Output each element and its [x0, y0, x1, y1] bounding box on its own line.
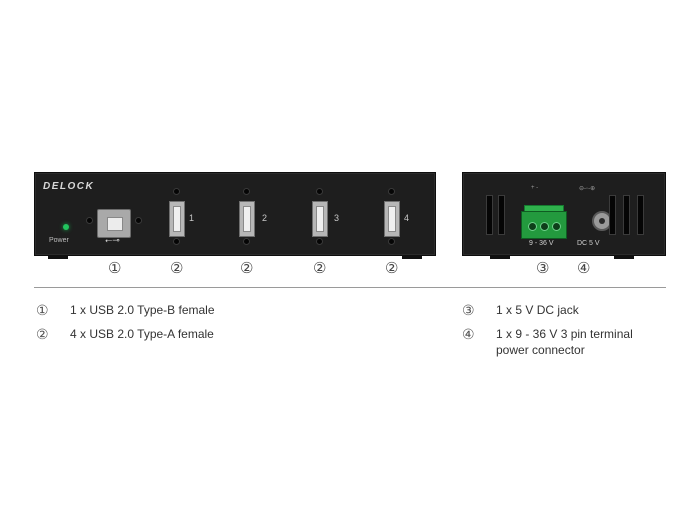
port-number-2: 2 [262, 213, 268, 223]
port-number-4: 4 [404, 213, 410, 223]
legend-number: ① [36, 302, 49, 318]
usb-type-a-port-1-icon [169, 201, 185, 237]
legend-number: ② [36, 326, 49, 342]
back-panel: + - 9 - 36 V ⊖-◦-⊕ DC 5 V [462, 172, 666, 256]
mounting-hole-icon [389, 239, 394, 244]
callout-4: ④ [577, 260, 591, 277]
dc-voltage-label: DC 5 V [577, 240, 600, 247]
screw-icon [528, 222, 537, 231]
device-foot [490, 255, 510, 259]
mounting-hole-icon [244, 239, 249, 244]
dc-polarity-symbol: ⊖-◦-⊕ [579, 186, 596, 192]
usb-type-a-port-4-icon [384, 201, 400, 237]
usb-type-a-port-2-icon [239, 201, 255, 237]
terminal-voltage-label: 9 - 36 V [529, 240, 554, 247]
vent-slot-icon [623, 195, 630, 235]
mounting-hole-icon [244, 189, 249, 194]
legend-text: 1 x 5 V DC jack [496, 303, 579, 317]
power-led-icon [63, 224, 69, 230]
callout-3: ③ [536, 260, 550, 277]
delock-logo: DELOCK [43, 181, 95, 192]
usb-type-b-port-icon [97, 209, 131, 238]
front-panel: DELOCK Power ⭠⊸ 1 2 3 4 [34, 172, 436, 256]
device-foot [402, 255, 422, 259]
usb-type-a-port-3-icon [312, 201, 328, 237]
usb-symbol-icon: ⭠⊸ [105, 235, 120, 245]
screw-icon [552, 222, 561, 231]
vent-slot-icon [498, 195, 505, 235]
device-foot [48, 255, 68, 259]
legend-number: ④ [462, 326, 475, 342]
port-number-1: 1 [189, 213, 195, 223]
callout-2: ② [313, 260, 327, 277]
mounting-hole-icon [136, 218, 141, 223]
power-label: Power [49, 237, 69, 244]
callout-2: ② [170, 260, 184, 277]
callout-2: ② [240, 260, 254, 277]
vent-slot-icon [486, 195, 493, 235]
legend-text: 1 x USB 2.0 Type-B female [70, 303, 215, 317]
legend-number: ③ [462, 302, 475, 318]
mounting-hole-icon [174, 189, 179, 194]
mounting-hole-icon [174, 239, 179, 244]
callout-2: ② [385, 260, 399, 277]
callout-1: ① [108, 260, 122, 277]
screw-icon [540, 222, 549, 231]
terminal-polarity-symbol: + - [531, 185, 539, 191]
legend-text: 4 x USB 2.0 Type-A female [70, 327, 214, 341]
port-number-3: 3 [334, 213, 340, 223]
device-foot [614, 255, 634, 259]
mounting-hole-icon [317, 239, 322, 244]
legend-text: 1 x 9 - 36 V 3 pin terminal power connec… [496, 327, 633, 357]
terminal-block-icon [521, 211, 567, 239]
divider [34, 287, 666, 288]
vent-slot-icon [637, 195, 644, 235]
mounting-hole-icon [389, 189, 394, 194]
vent-slot-icon [609, 195, 616, 235]
mounting-hole-icon [317, 189, 322, 194]
mounting-hole-icon [87, 218, 92, 223]
